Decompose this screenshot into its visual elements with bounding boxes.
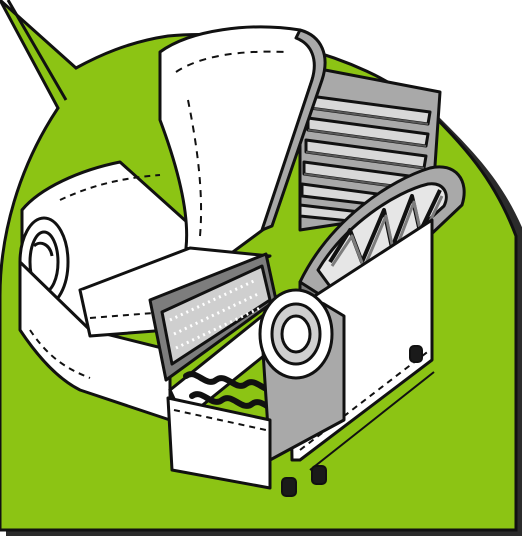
armchair-illustration: [0, 0, 522, 536]
